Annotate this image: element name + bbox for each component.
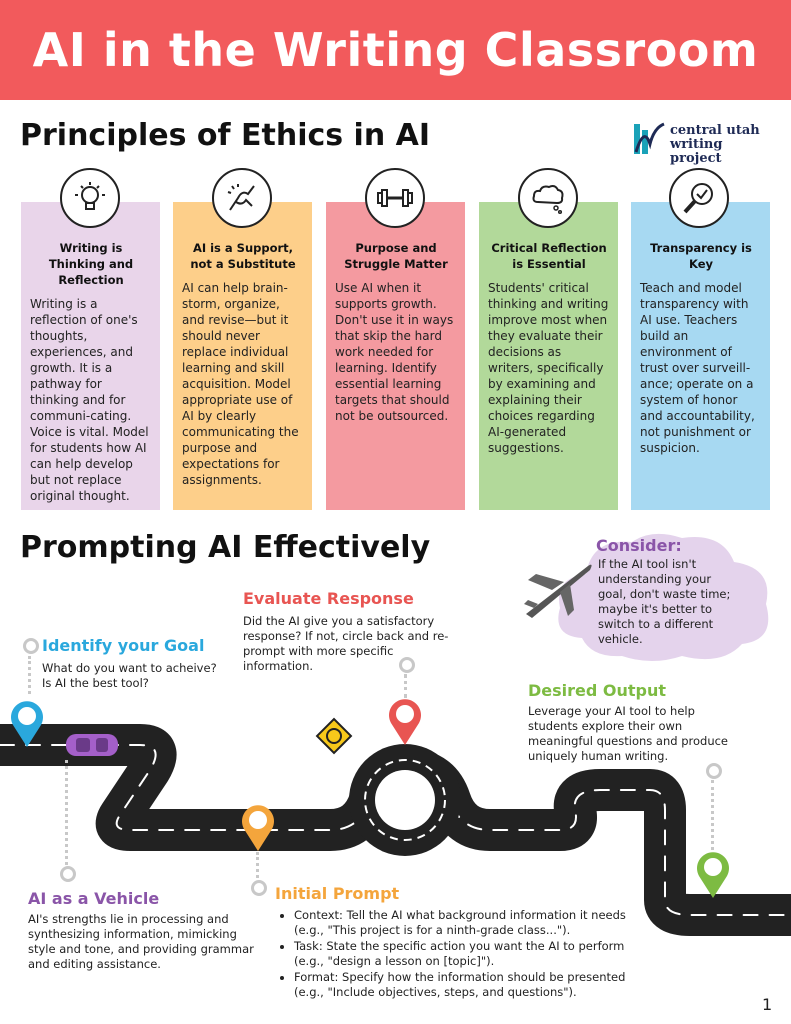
initial-pin-icon [242,805,274,851]
evaluate-connector [404,674,407,698]
thought-cloud-icon [518,168,578,228]
card-body: Use AI when it supports growth. Don't us… [335,281,454,423]
output-connector [711,780,714,850]
card-body: Students' critical thinking and writing … [488,281,609,455]
initial-title: Initial Prompt [275,884,400,903]
goal-text: What do you want to acheive? Is AI the b… [42,661,217,690]
output-marker-ring [706,763,722,779]
ethics-card-thinking: Writing is Thinking and Reflection Writi… [21,202,160,510]
logo-line-2: writing project [670,137,723,166]
initial-marker-ring [251,880,267,896]
evaluate-text: Did the AI give you a satisfactory respo… [243,614,449,673]
evaluate-title: Evaluate Response [243,589,414,608]
logo-text: central utah writing project [670,124,777,166]
road-illustration [0,724,791,936]
logo-line-1: central utah [670,123,760,138]
consider-cloud [558,533,769,661]
initial-connector [256,852,259,878]
dumbbell-icon [365,168,425,228]
list-item: Task: State the specific action you want… [294,939,654,969]
card-heading: AI is a Support, not a Substitute [190,241,296,271]
vehicle-marker-ring [60,866,76,882]
list-item: Format: Specify how the information shou… [294,970,654,1000]
vehicle-text: AI's strengths lie in processing and syn… [28,912,254,971]
ethics-card-reflection: Critical Reflection is Essential Student… [479,202,618,510]
title-banner: AI in the Writing Classroom [0,0,791,100]
card-heading: Writing is Thinking and Reflection [48,241,134,287]
goal-marker-ring [23,638,39,654]
ethics-card-transparency: Transparency is Key Teach and model tran… [631,202,770,510]
cuwp-logo: central utah writing project [632,120,777,166]
consider-text: If the AI tool isn't understanding your … [598,557,731,646]
card-body: AI can help brain-storm, organize, and r… [182,281,299,487]
card-body: Writing is a reflection of one's thought… [30,297,149,503]
vehicle-connector [65,760,68,865]
page-title: AI in the Writing Classroom [32,23,759,77]
output-text: Leverage your AI tool to help students e… [528,704,729,763]
list-item: Context: Tell the AI what background inf… [294,908,654,938]
card-heading: Critical Reflection is Essential [491,241,607,271]
goal-connector [28,656,31,694]
card-body: Teach and model transparency with AI use… [640,281,755,455]
goal-title: Identify your Goal [42,636,205,655]
goal-pin-icon [10,701,43,747]
ethics-card-struggle: Purpose and Struggle Matter Use AI when … [326,202,465,510]
initial-bullets: Context: Tell the AI what background inf… [280,908,654,1001]
page-number: 1 [762,995,773,1014]
logo-mark-icon [634,122,665,154]
output-pin-icon [697,852,729,898]
ethics-card-support: AI is a Support, not a Substitute AI can… [173,202,312,510]
evaluate-pin-icon [389,699,421,745]
consider-title: Consider: [596,536,682,555]
handshake-icon [212,168,272,228]
roundabout-sign-icon [315,717,353,755]
lightbulb-icon [60,168,120,228]
prompting-section-title: Prompting AI Effectively [20,530,431,565]
vehicle-title: AI as a Vehicle [28,889,160,908]
card-heading: Transparency is Key [650,241,752,271]
card-heading: Purpose and Struggle Matter [344,241,448,271]
airplane-icon [524,564,592,618]
ethics-section-title: Principles of Ethics in AI [20,118,431,153]
magnifier-check-icon [669,168,729,228]
evaluate-marker-ring [399,657,415,673]
output-title: Desired Output [528,681,667,700]
